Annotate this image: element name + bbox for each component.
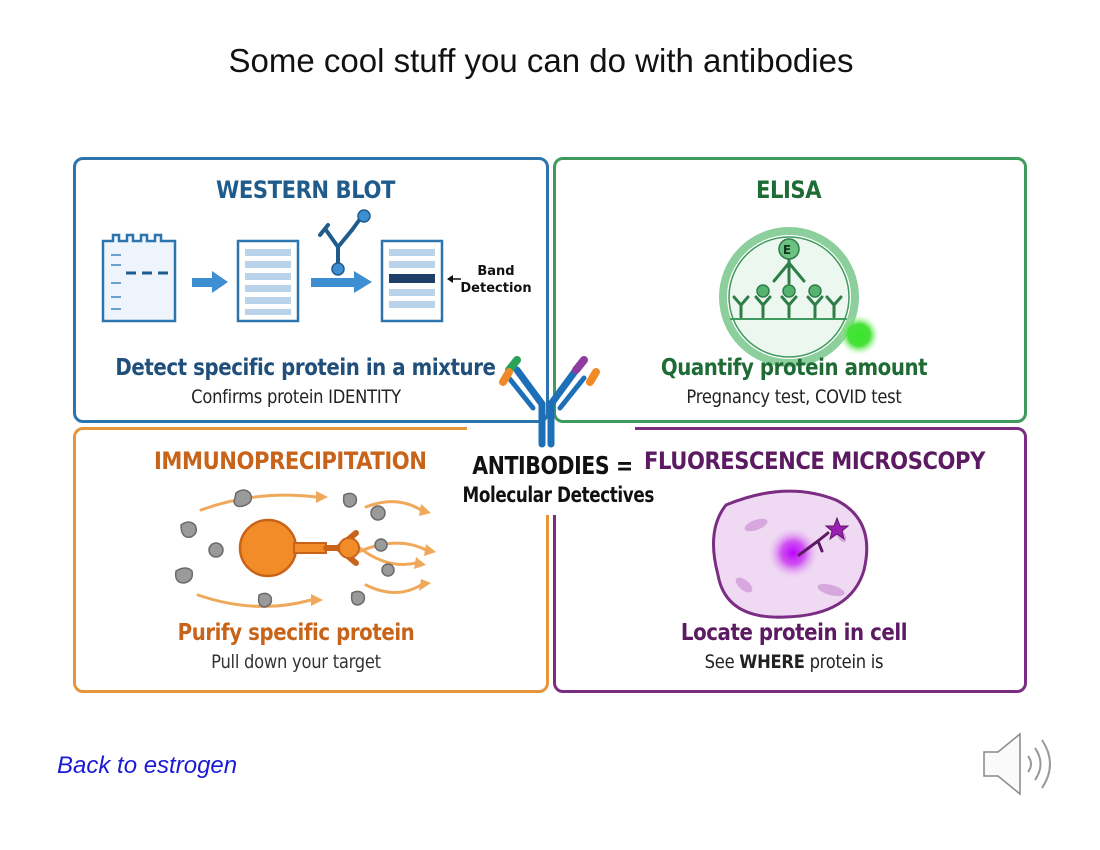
western-blot-description: Detect specific protein in a mixture — [115, 355, 496, 381]
immunoprecipitation-subtext: Pull down your target — [211, 651, 381, 673]
fluorescence-heading: FLUORESCENCE MICROSCOPY — [644, 447, 985, 475]
panel-fluorescence-microscopy: FLUORESCENCE MICROSCOPY Locate protein i… — [553, 427, 1027, 693]
detection-antibody-icon — [772, 255, 806, 285]
detected-membrane-icon — [380, 239, 444, 323]
elisa-diagram: E — [719, 227, 879, 367]
center-label-line2: Molecular Detectives — [462, 483, 655, 507]
back-to-estrogen-link[interactable]: Back to estrogen — [57, 752, 238, 779]
panel-western-blot: WESTERN BLOT — [73, 157, 549, 423]
fluorescence-subtext: See WHERE protein is — [613, 651, 974, 673]
bead-icon — [238, 518, 298, 578]
subtext-part: protein is — [804, 651, 884, 673]
slide-title: Some cool stuff you can do with antibodi… — [228, 42, 854, 79]
center-antibody-icon — [499, 356, 600, 448]
arrow-right-icon — [192, 271, 228, 293]
fluorophore-star-icon — [824, 516, 850, 541]
center-label-line1: ANTIBODIES = — [472, 451, 633, 480]
antigen-icon — [756, 284, 770, 298]
arrow-heads — [311, 491, 436, 606]
immunoprecipitation-diagram — [174, 489, 436, 608]
antibody-icon — [318, 217, 362, 265]
subtext-emphasis: WHERE — [739, 651, 805, 673]
fluorescence-description: Locate protein in cell — [680, 620, 908, 646]
cell-diagram — [712, 489, 869, 619]
enzyme-icon — [778, 238, 800, 260]
elisa-description: Quantify protein amount — [660, 355, 928, 381]
arrow-right-icon — [311, 271, 372, 293]
membrane-icon — [236, 239, 300, 323]
enzyme-letter: E — [783, 243, 791, 257]
band-detection-label-2: Detection — [460, 281, 531, 296]
antigen-icon — [782, 284, 796, 298]
capture-antibody-icons — [730, 295, 847, 320]
fluorescent-signal-icon — [767, 527, 819, 579]
antigen-icon — [808, 284, 822, 298]
pointer-arrow-icon — [447, 275, 461, 283]
panel-immunoprecipitation: IMMUNOPRECIPITATION — [73, 427, 549, 693]
western-blot-subtext: Confirms protein IDENTITY — [191, 386, 401, 408]
signal-glow-icon — [839, 315, 879, 355]
western-blot-diagram: Band Detection — [101, 209, 532, 323]
elisa-subtext: Pregnancy test, COVID test — [686, 386, 902, 408]
target-protein-icon — [338, 537, 360, 559]
debris-icons — [174, 489, 395, 608]
elisa-heading: ELISA — [756, 176, 822, 204]
gel-icon — [101, 233, 177, 323]
immunoprecipitation-heading: IMMUNOPRECIPITATION — [154, 447, 427, 475]
flow-arrows — [196, 493, 428, 608]
antibody-icon — [797, 531, 830, 557]
band-detection-label-1: Band — [477, 264, 514, 279]
panel-elisa: ELISA E — [553, 157, 1027, 423]
speaker-icon[interactable] — [980, 730, 1070, 800]
western-blot-heading: WESTERN BLOT — [216, 176, 395, 204]
subtext-part: See — [704, 651, 740, 673]
immunoprecipitation-description: Purify specific protein — [177, 620, 415, 646]
